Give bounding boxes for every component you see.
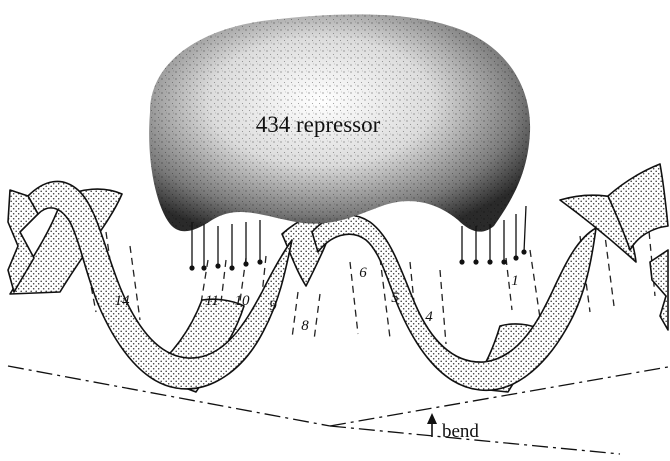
bend-label: bend	[442, 421, 479, 442]
base-pair-label-9: 9	[269, 298, 277, 314]
contact-point	[243, 261, 248, 266]
contact-point	[487, 259, 492, 264]
base-pair-label-8: 8	[301, 318, 309, 334]
contact-point	[521, 249, 526, 254]
base-pair-label-14: 14	[115, 293, 131, 309]
contact-point	[473, 259, 478, 264]
contact-point	[459, 259, 464, 264]
contact-point	[189, 265, 194, 270]
base-pair-label-11: 11	[205, 293, 219, 309]
base-pair-label-10: 10	[235, 293, 251, 309]
contact-line	[524, 206, 526, 252]
bend-annotation: bend	[427, 413, 479, 442]
contact-point	[215, 263, 220, 268]
strand-segment	[650, 250, 668, 330]
contact-point	[257, 259, 262, 264]
rung	[292, 292, 298, 338]
contact-point	[501, 259, 506, 264]
rung	[350, 262, 358, 334]
rung	[130, 246, 140, 320]
contact-point	[229, 265, 234, 270]
rung	[530, 250, 540, 318]
base-pair-label-5: 5	[391, 290, 399, 306]
contact-point	[513, 255, 518, 260]
protein-label: 434 repressor	[256, 112, 381, 137]
contact-point	[201, 265, 206, 270]
base-pair-label-4: 4	[425, 309, 433, 325]
protein-434-repressor: 434 repressor	[149, 14, 530, 231]
rung	[440, 270, 446, 344]
base-pair-label-6: 6	[359, 265, 367, 281]
bend-arrow-icon	[427, 413, 437, 424]
base-pair-label-1: 1	[511, 273, 519, 289]
rung	[314, 294, 320, 340]
bend-reference-lines	[8, 366, 668, 454]
